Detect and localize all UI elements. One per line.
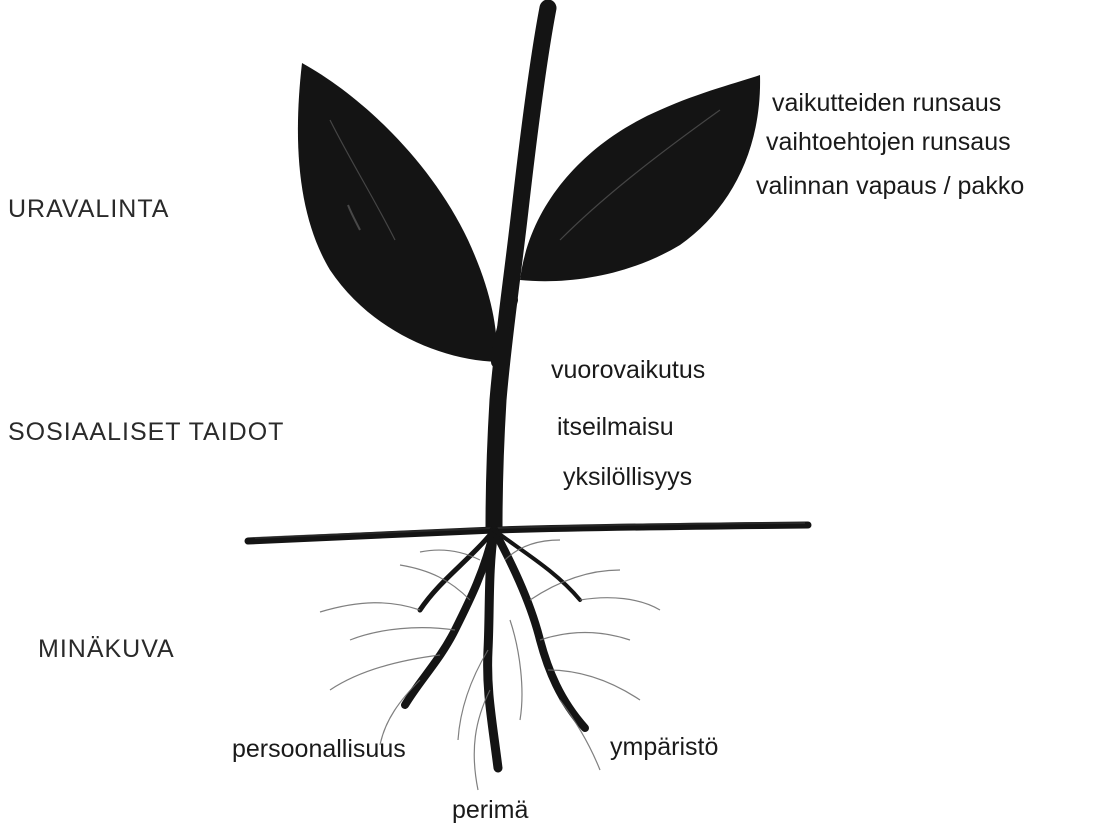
leaf-label: valinnan vapaus / pakko xyxy=(756,174,1024,199)
stem-label: vuorovaikutus xyxy=(551,358,705,383)
leaf-label: vaihtoehtojen runsaus xyxy=(766,130,1011,155)
left-leaf xyxy=(298,63,497,362)
root-label-heredity: perimä xyxy=(452,798,528,823)
stem-label: itseilmaisu xyxy=(557,415,674,440)
stem-label: yksilöllisyys xyxy=(563,465,692,490)
leaf-label: vaikutteiden runsaus xyxy=(772,91,1001,116)
root-label-environment: ympäristö xyxy=(610,735,718,760)
right-leaf xyxy=(520,75,760,281)
root-label-personality: persoonallisuus xyxy=(232,737,406,762)
section-self-image: MINÄKUVA xyxy=(38,637,175,662)
section-career: URAVALINTA xyxy=(8,197,169,222)
main-roots xyxy=(405,530,585,768)
section-social-skills: SOSIAALISET TAIDOT xyxy=(8,420,284,445)
